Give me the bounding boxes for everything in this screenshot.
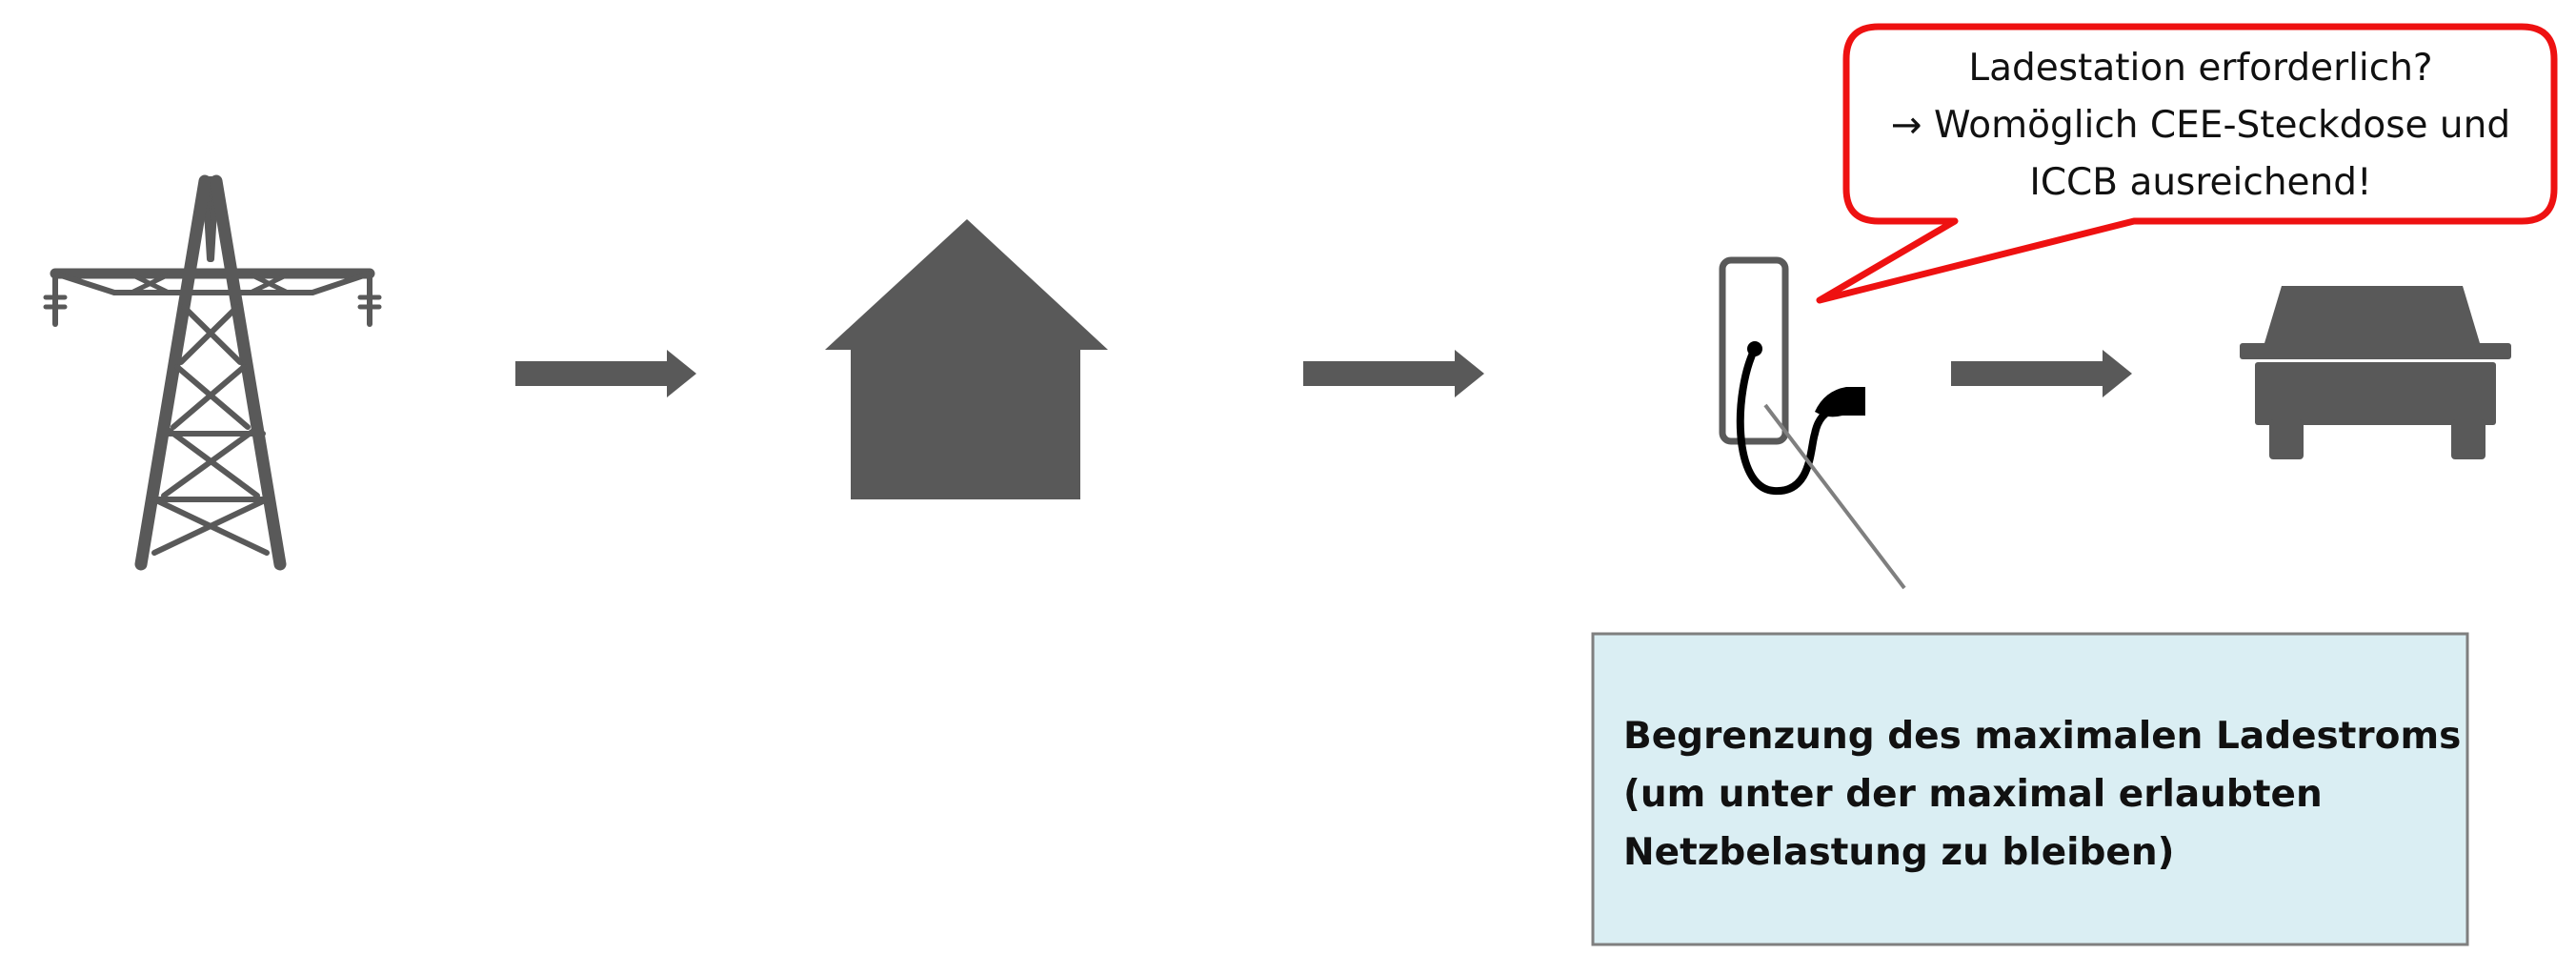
info-pointer-line bbox=[1763, 403, 1906, 590]
arrow-3-icon bbox=[1951, 350, 2132, 397]
info-line-3: Netzbelastung zu bleiben) bbox=[1623, 831, 2175, 874]
callout-text: Ladestation erforderlich? → Womöglich CE… bbox=[1843, 40, 2558, 212]
callout-line-1: Ladestation erforderlich? bbox=[1968, 47, 2433, 90]
power-pylon-icon bbox=[43, 174, 382, 571]
callout-line-2: → Womöglich CEE-Steckdose und bbox=[1890, 104, 2511, 147]
info-text: Begrenzung des maximalen Ladestroms (um … bbox=[1623, 707, 2462, 882]
info-box bbox=[1591, 632, 2469, 946]
house-icon bbox=[825, 219, 1108, 499]
arrow-2-icon bbox=[1303, 350, 1484, 397]
info-line-2: (um unter der maximal erlaubten bbox=[1623, 773, 2323, 816]
charging-station-icon bbox=[1719, 256, 1865, 496]
callout-line-3: ICCB ausreichend! bbox=[2029, 161, 2372, 204]
arrow-1-icon bbox=[515, 350, 696, 397]
car-icon bbox=[2240, 286, 2511, 459]
callout-bubble bbox=[1816, 23, 2558, 304]
info-line-1: Begrenzung des maximalen Ladestroms bbox=[1623, 715, 2462, 758]
